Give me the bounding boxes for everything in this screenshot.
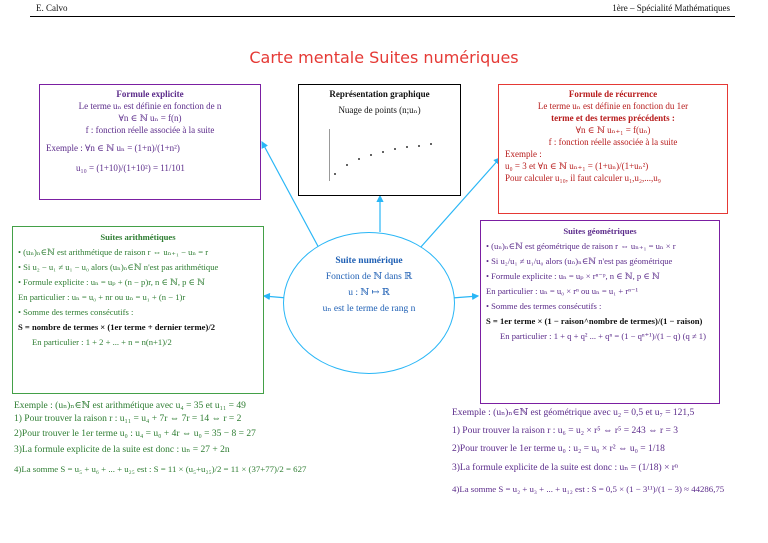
explicit-line: ∀n ∈ ℕ uₙ = f(n) xyxy=(118,113,182,123)
arith-example-line: 2)Pour trouver le 1er terme u₀ : u₄ = u₀… xyxy=(14,429,256,439)
scatter-point xyxy=(394,148,396,151)
explicit-line: Le terme uₙ est définie en fonction de n xyxy=(78,101,222,111)
center-line: uₙ est le terme de rang n xyxy=(322,304,416,314)
center-line: u : ℕ ↦ ℝ xyxy=(348,288,390,298)
recurrence-box: Formule de récurrence Le terme uₙ est dé… xyxy=(498,84,728,214)
page-title: Carte mentale Suites numériques xyxy=(249,48,519,67)
recurrence-line: terme et des termes précédents : xyxy=(551,113,675,123)
recurrence-line: u₀ = 3 et ∀n ∈ ℕ uₙ₊₁ = (1+uₙ)/(1+uₙ²) xyxy=(505,161,649,171)
geo-line: • (uₙ)ₙ∈ℕ est géométrique de raison r ⇔ … xyxy=(486,241,676,251)
geo-line: En particulier : 1 + q + q² ... + qⁿ = (… xyxy=(500,331,706,341)
explicit-example: Exemple : ∀n ∈ ℕ uₙ = (1+n)/(1+n²) xyxy=(46,143,180,153)
recurrence-line: Exemple : xyxy=(505,149,542,159)
scatter-point xyxy=(406,146,408,149)
geo-sum-formula: S = 1er terme × (1 − raison^nombre de te… xyxy=(486,316,703,326)
geo-example-line: 3)La formule explicite de la suite est d… xyxy=(452,463,678,473)
explicit-formula-box: Formule explicite Le terme uₙ est défini… xyxy=(39,84,261,200)
scatter-point xyxy=(370,153,372,156)
geo-title: Suites géométriques xyxy=(563,226,637,236)
geo-line: • Somme des termes consécutifs : xyxy=(486,301,602,311)
scatter-point xyxy=(358,158,360,161)
explicit-line: f : fonction réelle associée à la suite xyxy=(85,125,215,135)
arith-line: • Formule explicite : uₙ = uₚ + (n − p)r… xyxy=(18,277,205,287)
header-rule xyxy=(30,16,735,17)
arith-line: • Somme des termes consécutifs : xyxy=(18,307,134,317)
scatter-point xyxy=(334,172,336,175)
center-title: Suite numérique xyxy=(335,256,403,266)
arith-line: • Si u₂ − u₁ ≠ u₁ − u₀ alors (uₙ)ₙ∈ℕ n'e… xyxy=(18,262,219,272)
scatter-point xyxy=(430,143,432,146)
scatter-point xyxy=(418,144,420,147)
recurrence-title: Formule de récurrence xyxy=(568,89,658,99)
geo-line: En particulier : uₙ = u₀ × rⁿ ou uₙ = u₁… xyxy=(486,286,639,296)
arith-line: En particulier : uₙ = u₀ + nr ou uₙ = u₁… xyxy=(18,292,186,302)
recurrence-line: f : fonction réelle associée à la suite xyxy=(548,137,678,147)
recurrence-line: Pour calculer u₁₀, il faut calculer u₁,u… xyxy=(505,173,661,183)
geometric-box: Suites géométriques • (uₙ)ₙ∈ℕ est géomét… xyxy=(480,220,720,404)
arith-example-line: Exemple : (uₙ)ₙ∈ℕ est arithmétique avec … xyxy=(14,401,246,411)
arith-title: Suites arithmétiques xyxy=(100,232,176,242)
scatter-plot xyxy=(329,129,440,181)
arith-line: En particulier : 1 + 2 + ... + n = n(n+1… xyxy=(32,337,172,347)
recurrence-line: ∀n ∈ ℕ uₙ₊₁ = f(uₙ) xyxy=(575,125,651,135)
geo-example-line: 1) Pour trouver la raison r : u₆ = u₂ × … xyxy=(452,426,678,436)
arithmetic-box: Suites arithmétiques • (uₙ)ₙ∈ℕ est arith… xyxy=(12,226,264,394)
arith-example-line: 3)La formule explicite de la suite est d… xyxy=(14,445,230,455)
header-author: E. Calvo xyxy=(36,3,68,13)
geo-example-line: Exemple : (uₙ)ₙ∈ℕ est géométrique avec u… xyxy=(452,408,695,418)
arith-sum-formula: S = nombre de termes × (1er terme + dern… xyxy=(18,322,215,332)
explicit-title: Formule explicite xyxy=(116,89,184,99)
graphic-subtitle: Nuage de points (n;uₙ) xyxy=(338,105,421,115)
arith-example-line: 1) Pour trouver la raison r : u₁₁ = u₄ +… xyxy=(14,414,242,424)
scatter-point xyxy=(346,163,348,166)
geo-example-line: 2)Pour trouver le 1er terme u₀ : u₂ = u₀… xyxy=(452,444,665,454)
explicit-example-calc: u₁₀ = (1+10)/(1+10²) = 11/101 xyxy=(76,163,185,173)
header-course: 1ère – Spécialité Mathématiques xyxy=(612,3,730,13)
center-ellipse: Suite numérique Fonction de ℕ dans ℝ u :… xyxy=(283,232,455,374)
scatter-point xyxy=(382,150,384,153)
graphic-title: Représentation graphique xyxy=(329,89,430,99)
geo-line: • Si u₂/u₁ ≠ u₁/u₀ alors (uₙ)ₙ∈ℕ n'est p… xyxy=(486,256,673,266)
geo-line: • Formule explicite : uₙ = uₚ × rⁿ⁻ᵖ, n … xyxy=(486,271,660,281)
graphic-box: Représentation graphique Nuage de points… xyxy=(298,84,461,196)
geo-example-line: 4)La somme S = u₂ + u₃ + ... + u₁₂ est :… xyxy=(452,484,725,494)
recurrence-line: Le terme uₙ est définie en fonction du 1… xyxy=(537,101,689,111)
center-line: Fonction de ℕ dans ℝ xyxy=(325,272,413,282)
arith-example-line: 4)La somme S = u₅ + u₆ + ... + u₂₅ est :… xyxy=(14,464,307,474)
arith-line: • (uₙ)ₙ∈ℕ est arithmétique de raison r ⇔… xyxy=(18,247,209,257)
